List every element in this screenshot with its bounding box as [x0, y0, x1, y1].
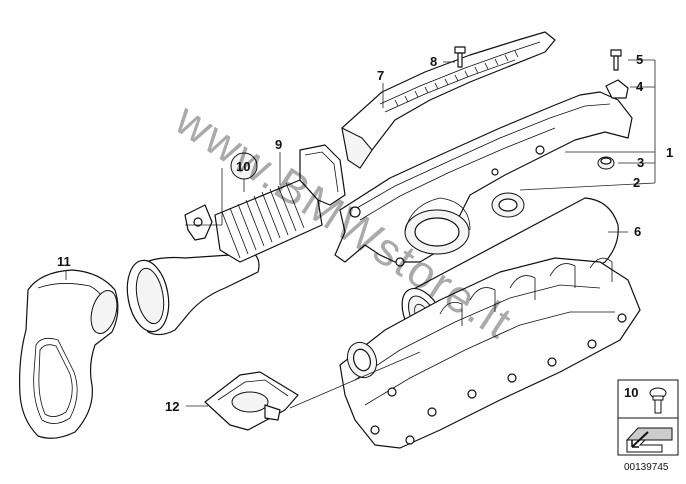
- callout-5: 5: [636, 52, 643, 67]
- callout-8: 8: [430, 54, 437, 69]
- legend-number: 10: [624, 385, 638, 400]
- screw-part-5: [610, 49, 622, 71]
- intake-hose-part: [126, 144, 346, 336]
- callout-3: 3: [637, 155, 644, 170]
- callout-6: 6: [634, 224, 641, 239]
- callout-12: 12: [165, 399, 179, 414]
- leader-lines: [65, 59, 656, 409]
- callout-10: 10: [236, 159, 250, 174]
- grommet-part-3: [597, 156, 615, 170]
- engine-cover-part: [334, 91, 633, 267]
- air-duct-elbow-part: [19, 269, 119, 439]
- callout-9: 9: [275, 137, 282, 152]
- callouts: 1 2 3 4 5 6 7 8 9 10 11 12: [57, 52, 673, 414]
- direction-arrow-icon: [625, 427, 673, 453]
- document-number: 00139745: [624, 462, 669, 473]
- clip-nut-part-4: [605, 79, 629, 99]
- callout-7: 7: [377, 68, 384, 83]
- upper-cover-bracket-part: [341, 31, 556, 169]
- screw-icon: [649, 387, 667, 414]
- callout-1: 1: [666, 145, 673, 160]
- callout-4: 4: [636, 79, 644, 94]
- cylinder-head-cover-part: [339, 257, 641, 449]
- bracket-part: [204, 371, 299, 431]
- bolt-part-8: [454, 46, 466, 68]
- callout-11: 11: [57, 254, 71, 269]
- callout-2: 2: [633, 175, 640, 190]
- legend-box: 10 00139745: [617, 379, 679, 473]
